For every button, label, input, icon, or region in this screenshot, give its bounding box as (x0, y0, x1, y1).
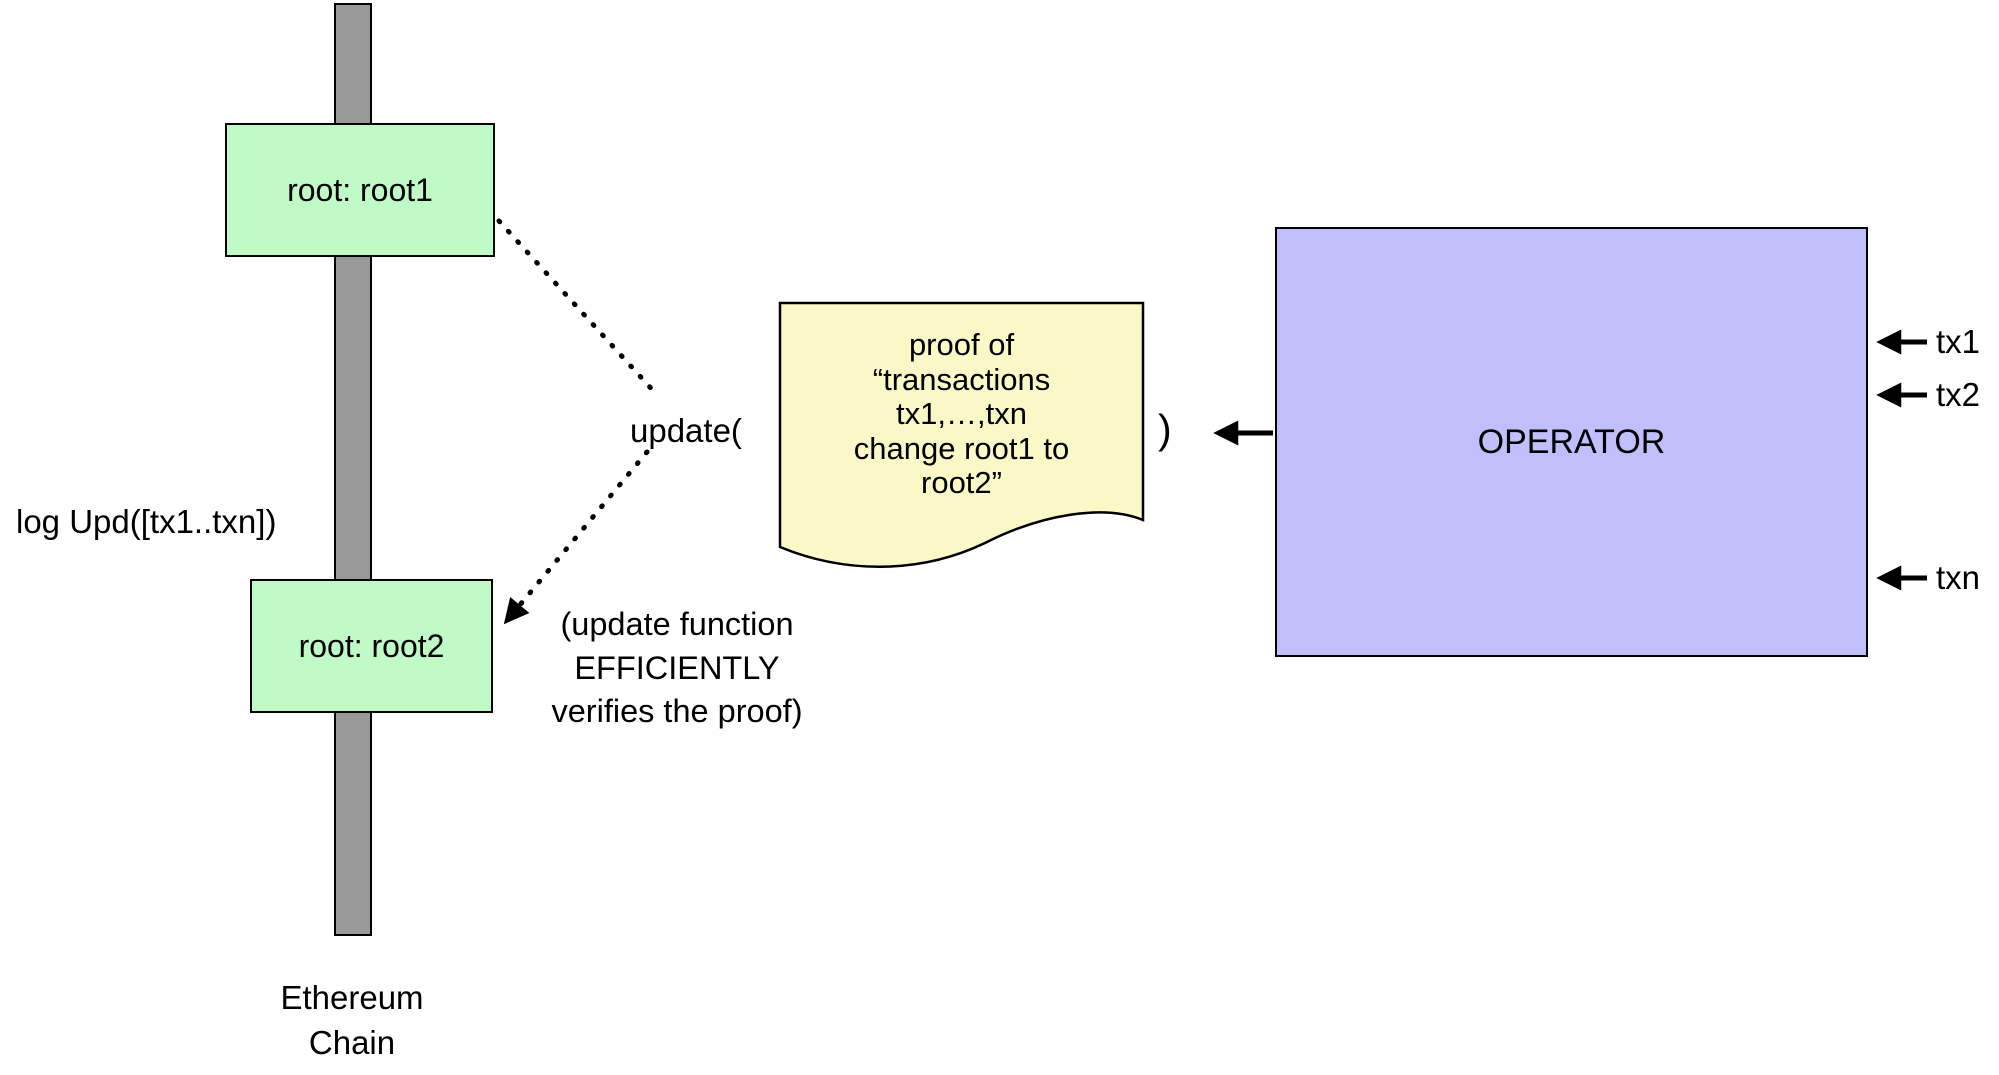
tx1-label: tx1 (1936, 323, 1981, 360)
update-call-label: update( (630, 412, 742, 449)
root2-block: root: root2 (250, 579, 493, 713)
proof-note-shape (778, 301, 1145, 568)
dotted-arrow-update-to-root2 (503, 449, 650, 625)
ethereum-chain-caption-line: Chain (308, 1024, 396, 1061)
ethereum-chain-caption-line: Ethereum (280, 979, 424, 1016)
verify-annotation-line: EFFICIENTLY (574, 649, 780, 686)
ethereum-chain-caption: Ethereum Chain (280, 975, 423, 1065)
proof-note-line: proof of (908, 327, 1015, 362)
proof-note-line: root2” (921, 465, 1002, 500)
proof-note-line: change root1 to (853, 430, 1070, 466)
operator-label: OPERATOR (1477, 422, 1666, 461)
dotted-line-root1-to-update (496, 218, 661, 399)
root2-label: root: root2 (298, 627, 445, 664)
operator-block: OPERATOR (1275, 227, 1868, 657)
proof-note-line: tx1,…,txn (896, 396, 1027, 431)
verify-annotation: (update function EFFICIENTLY verifies th… (551, 603, 802, 734)
tx2-label: tx2 (1936, 376, 1981, 413)
txn-label: txn (1936, 559, 1981, 596)
root1-label: root: root1 (287, 171, 433, 208)
root1-block: root: root1 (225, 123, 495, 257)
proof-note-text: proof of “transactions tx1,…,txn change … (780, 327, 1143, 501)
update-close-paren: ) (1158, 406, 1172, 452)
proof-note-line: “transactions (872, 361, 1051, 397)
verify-annotation-line: (update function (560, 606, 794, 642)
verify-annotation-line: verifies the proof) (551, 693, 803, 729)
log-upd-label: log Upd([tx1..txn]) (16, 503, 277, 540)
